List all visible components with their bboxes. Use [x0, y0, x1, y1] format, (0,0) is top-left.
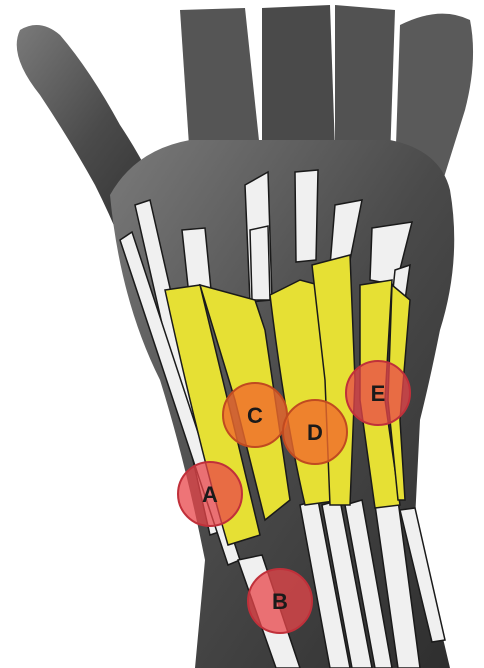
middle-finger — [262, 5, 335, 155]
marker-b-label: B — [272, 589, 288, 614]
ring-finger — [335, 5, 395, 160]
marker-a-label: A — [202, 482, 218, 507]
marker-e: E — [346, 361, 410, 425]
marker-b: B — [248, 569, 312, 633]
marker-a: A — [178, 462, 242, 526]
marker-d: D — [283, 400, 347, 464]
tendon — [295, 170, 318, 262]
tendon — [250, 226, 270, 300]
index-finger — [180, 8, 260, 160]
marker-c-label: C — [247, 403, 263, 428]
marker-d-label: D — [307, 420, 323, 445]
marker-c: C — [223, 383, 287, 447]
marker-e-label: E — [371, 381, 386, 406]
